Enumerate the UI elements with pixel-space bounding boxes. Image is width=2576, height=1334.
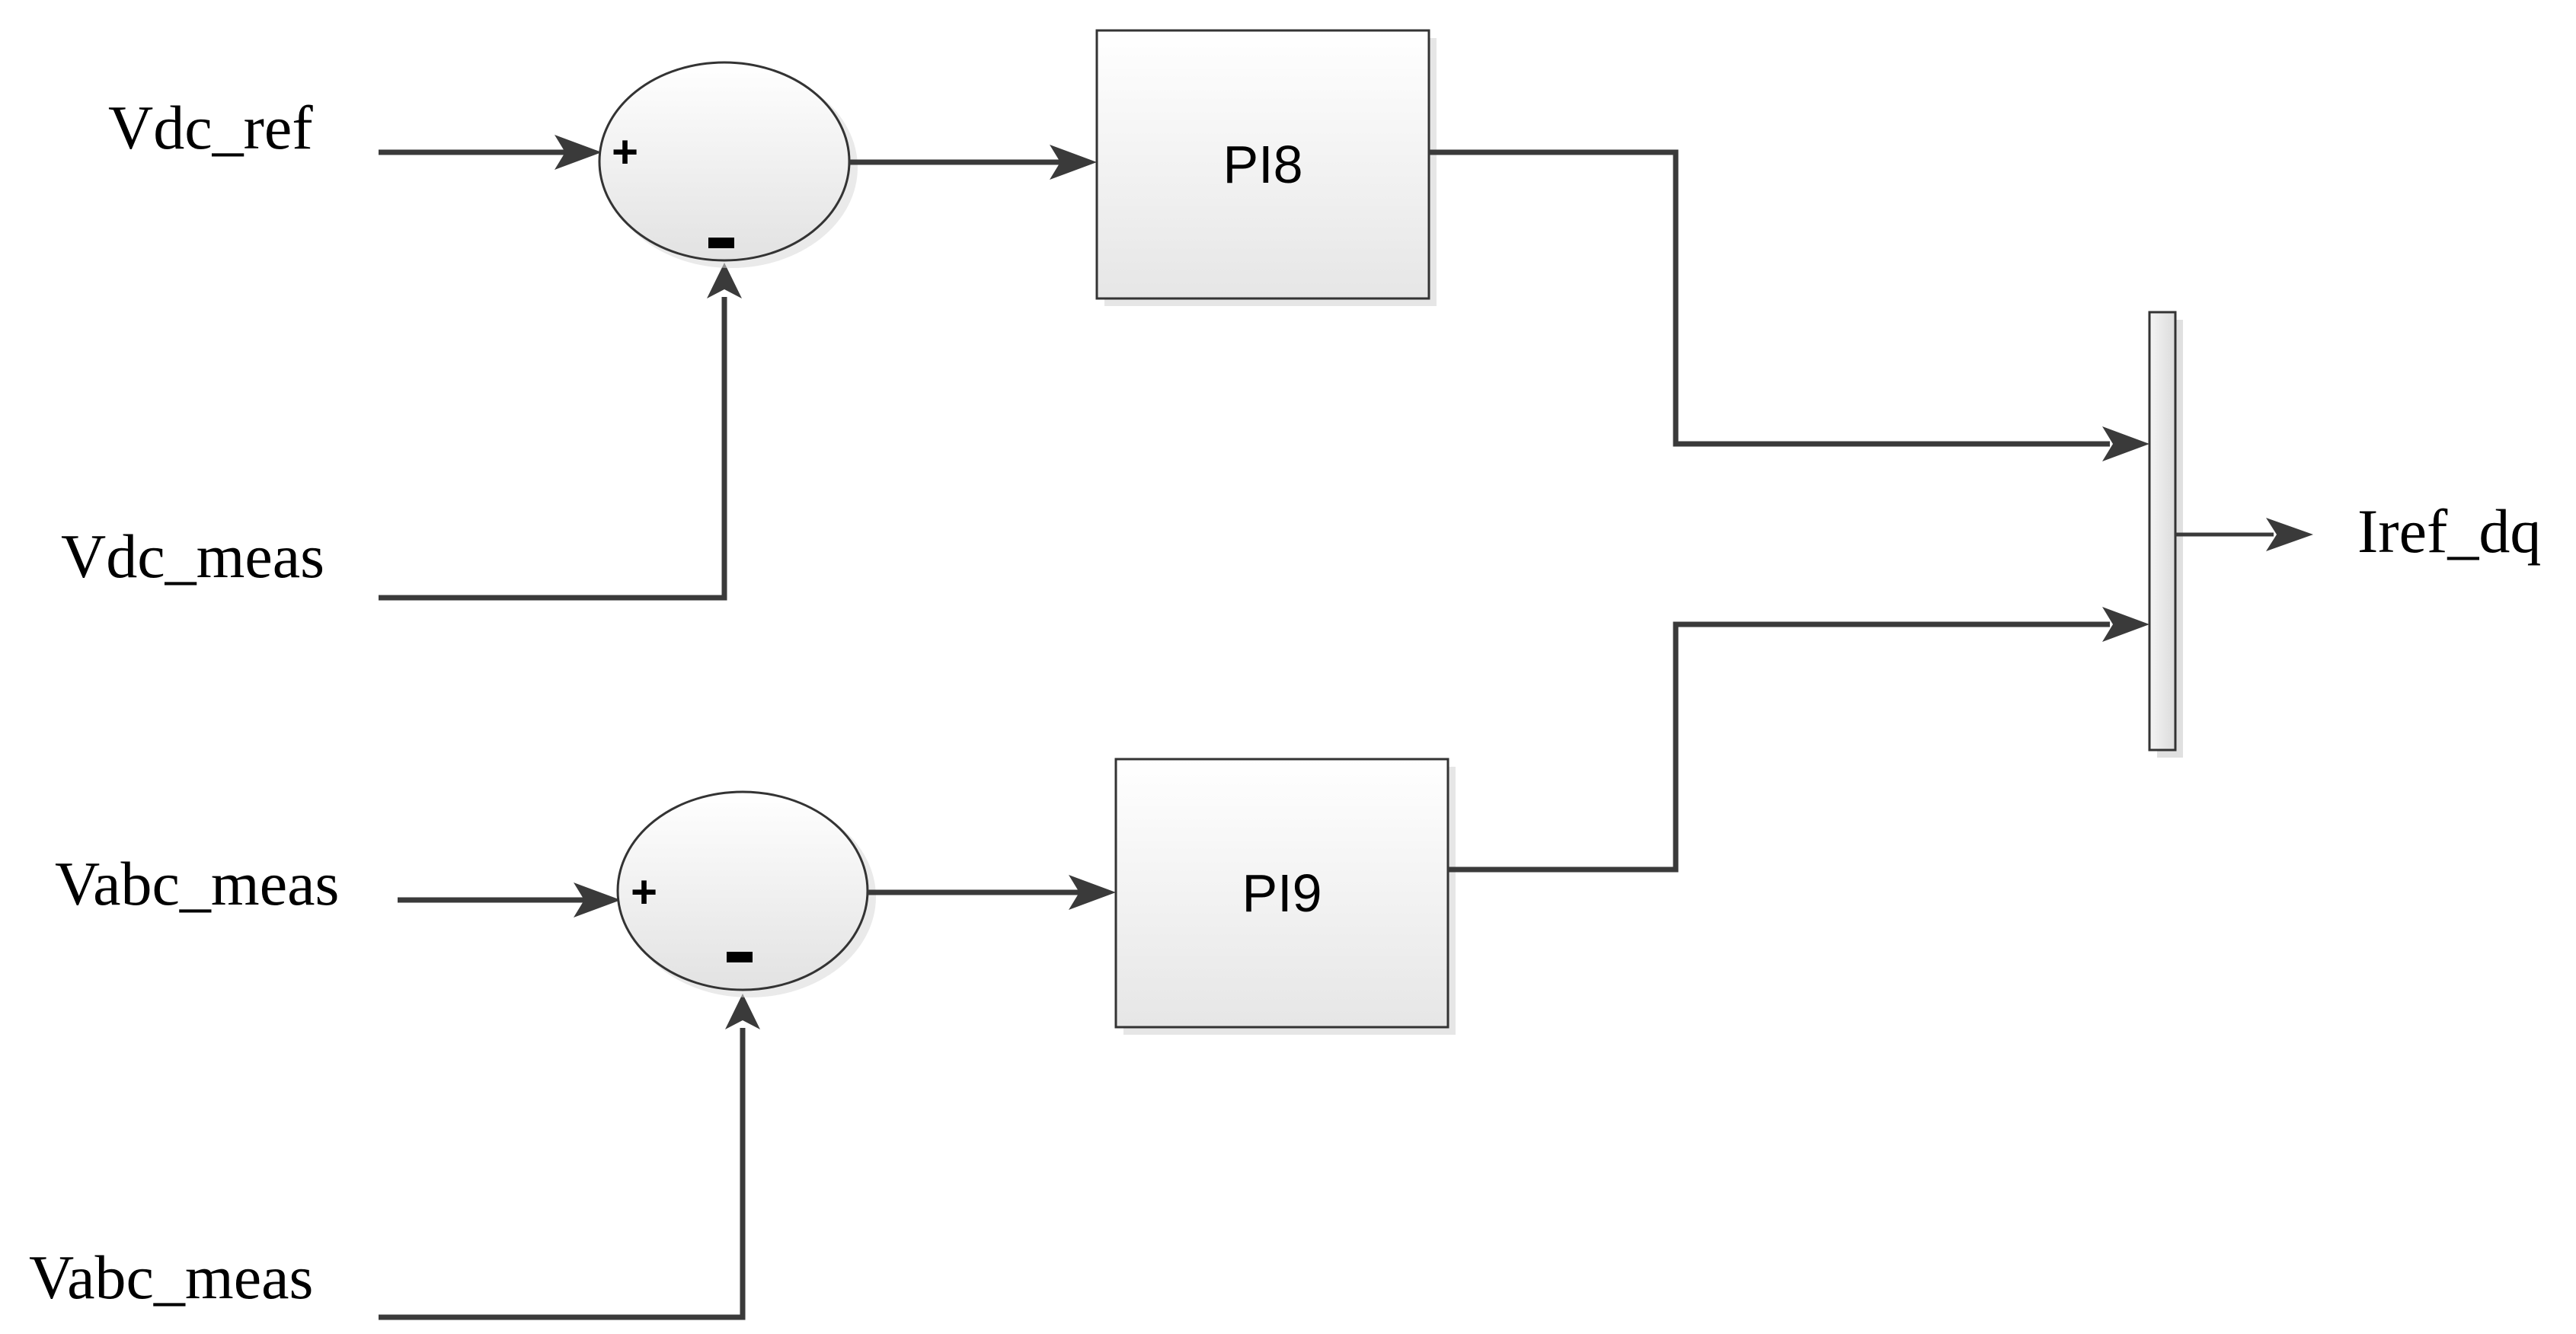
top-minus-sign <box>708 238 734 248</box>
vdc-meas-wire <box>379 263 742 601</box>
vabc-meas-minus-label: Vabc_meas <box>29 1243 313 1312</box>
pi8-label: PI8 <box>1222 135 1302 194</box>
top-sum-to-pi8-wire <box>849 145 1097 180</box>
pi8-block: PI8 <box>1095 29 1437 306</box>
iref-dq-label: Iref_dq <box>2357 496 2541 566</box>
vabc-meas-plus-label: Vabc_meas <box>55 849 339 918</box>
pi9-to-mux-wire <box>1448 607 2149 873</box>
vabc-meas-plus-wire <box>398 882 621 918</box>
pi8-to-mux-wire <box>1429 149 2149 461</box>
vdc-ref-label: Vdc_ref <box>108 93 313 162</box>
vabc-meas-minus-wire <box>379 994 760 1320</box>
vdc-ref-wire <box>379 135 602 170</box>
top-plus-sign: + <box>612 126 638 177</box>
vdc-meas-label: Vdc_meas <box>61 522 324 591</box>
summing-junction-top: + <box>598 61 858 268</box>
mux-block <box>2148 311 2183 758</box>
pi9-block: PI9 <box>1114 758 1456 1035</box>
bottom-plus-sign: + <box>631 866 657 918</box>
summing-junction-bottom: + <box>616 790 876 997</box>
pi9-label: PI9 <box>1242 863 1322 923</box>
bottom-minus-sign <box>727 952 753 962</box>
bottom-sum-to-pi9-wire <box>868 875 1116 910</box>
mux-output-wire <box>2175 518 2313 551</box>
